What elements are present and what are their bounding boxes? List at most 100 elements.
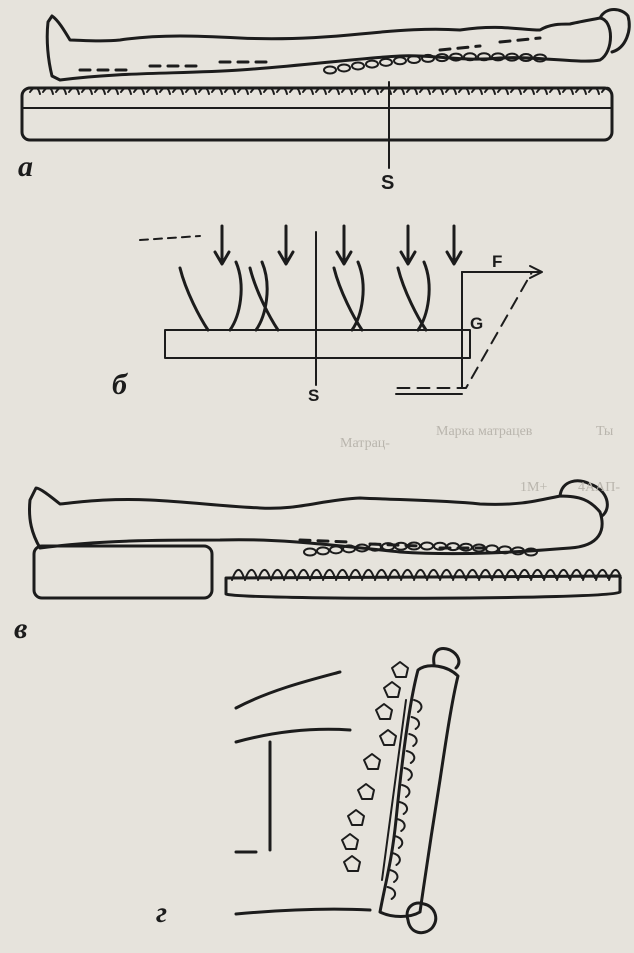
panel-a-spring-coil — [589, 88, 599, 94]
panel-a-mattress — [22, 88, 612, 140]
panel-g-rib — [402, 785, 409, 797]
panel-g-vertebra — [384, 682, 400, 697]
panel-v-spring-coil — [466, 570, 478, 580]
panel-a-spring-coil — [498, 88, 508, 94]
panel-v-spring-coil — [479, 570, 491, 580]
panel-v-vertebra — [421, 543, 433, 550]
panel-v-spring-coil — [440, 570, 452, 580]
panel-a-spring-coil — [56, 88, 66, 94]
panel-v-vertebra — [304, 549, 316, 556]
panel-a-spring-coil — [251, 88, 261, 94]
panel-v-label: в — [14, 612, 27, 646]
panel-a-figure — [22, 10, 629, 169]
panel-b-finger — [250, 262, 278, 330]
bleed-text-2: Марка матрацев — [436, 424, 532, 440]
panel-v-foot-block — [34, 546, 212, 598]
panel-a-spring-coil — [329, 88, 339, 94]
panel-a-head — [600, 10, 629, 53]
bleed-text-5: 4ААП- — [578, 480, 620, 496]
panel-g-vertebra — [344, 856, 360, 871]
panel-b-arrow — [337, 226, 351, 264]
panel-a-spring-coil — [459, 88, 469, 94]
panel-a-spring-coil — [186, 88, 196, 94]
panel-a-label: а — [18, 150, 33, 184]
panel-a-spring-coil — [485, 88, 495, 94]
panel-g-rib — [404, 768, 411, 780]
panel-g-base-line — [236, 909, 370, 914]
panel-a-vertebra — [352, 62, 364, 69]
panel-a-spring-coil — [303, 88, 313, 94]
panel-a-spring-coil — [446, 88, 456, 94]
panel-a-spring-coil — [368, 88, 378, 94]
panel-g-vertebra — [348, 810, 364, 825]
panel-a-vertebra — [324, 67, 336, 74]
panel-v-vertebra — [330, 546, 342, 553]
panel-a-spring-coil — [342, 88, 352, 94]
panel-v-spring-coil — [427, 570, 439, 580]
panel-v-spring-coil — [505, 570, 517, 580]
panel-b-finger — [180, 262, 241, 330]
panel-a-spring-coil — [576, 88, 586, 94]
panel-a-spring-coil — [238, 88, 248, 94]
panel-g-rib — [409, 734, 416, 746]
panel-a-vertebra — [394, 57, 406, 64]
panel-a-spring-coil — [264, 88, 274, 94]
panel-g-rib — [412, 717, 419, 729]
panel-a-spring-coil — [225, 88, 235, 94]
panel-a-spring-coil — [30, 88, 40, 94]
panel-g-rib — [392, 853, 399, 865]
panel-a-spring-coil — [108, 88, 118, 94]
panel-a-spring-coil — [121, 88, 131, 94]
panel-v-body — [29, 488, 602, 554]
panel-b-base — [165, 330, 470, 358]
panel-a-spring-coil — [69, 88, 79, 94]
panel-g-vertebra — [376, 704, 392, 719]
panel-g-arm-mid — [236, 729, 350, 742]
panel-b-arrow — [401, 226, 415, 264]
panel-g-label: г — [156, 896, 167, 930]
panel-a-spring-coil — [563, 88, 573, 94]
panel-b-dashed-tilt — [140, 236, 200, 240]
panel-b-finger — [334, 262, 363, 330]
panel-a-spring-coil — [316, 88, 326, 94]
panel-a-spring-coil — [550, 88, 560, 94]
panel-g-figure — [236, 649, 459, 933]
panel-g-rib — [388, 887, 395, 899]
panel-v-vertebra — [317, 547, 329, 554]
panel-a-spring-coil — [472, 88, 482, 94]
panel-a-axis-label: S — [381, 172, 394, 195]
panel-a-spring-coil — [355, 88, 365, 94]
panel-a-spring-coil — [173, 88, 183, 94]
panel-b-arrow — [447, 226, 461, 264]
panel-b-axis-label: S — [308, 386, 319, 406]
panel-g-vertebra — [358, 784, 374, 799]
panel-v-spring-coil — [492, 570, 504, 580]
panel-a-spring-coil — [199, 88, 209, 94]
panel-g-arm-upper — [236, 672, 340, 708]
panel-a-spring-coil — [277, 88, 287, 94]
panel-a-spring-coil — [433, 88, 443, 94]
panel-g-rib — [414, 700, 421, 712]
panel-a-body — [47, 16, 610, 80]
panel-g-rib — [395, 836, 402, 848]
panel-b-load-arrows — [215, 226, 461, 264]
panel-g-rib — [407, 751, 414, 763]
panel-a-spring-coil — [160, 88, 170, 94]
panel-b-arrow — [279, 226, 293, 264]
panel-a-spring-coil — [394, 88, 404, 94]
panel-g-rib — [397, 819, 404, 831]
panel-a-spring-coil — [537, 88, 547, 94]
panel-g-vertebra — [342, 834, 358, 849]
panel-b-finger — [398, 262, 429, 330]
panel-a-spring-coil — [82, 88, 92, 94]
bleed-text-1: Матрац- — [340, 436, 390, 452]
panel-g-rib — [390, 870, 397, 882]
panel-g-rib — [400, 802, 407, 814]
panel-a-spring-coil — [420, 88, 430, 94]
panel-a-spring-coil — [511, 88, 521, 94]
panel-a-spring-coil — [524, 88, 534, 94]
panel-b-force-label: F — [492, 252, 502, 272]
panel-g-vertebra — [380, 730, 396, 745]
